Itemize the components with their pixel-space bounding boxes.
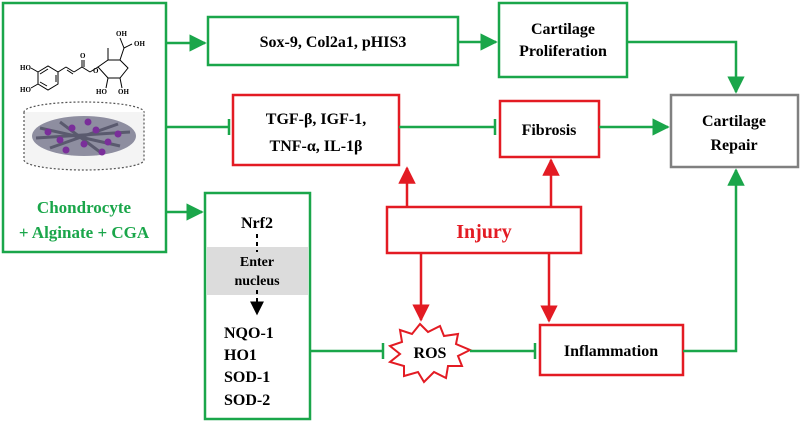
injury-label: Injury: [456, 221, 512, 243]
enter-nucleus-line1: Enter: [240, 255, 274, 270]
mol-label-o-1: O: [80, 52, 86, 60]
mol-label-ho-2: HO: [20, 86, 31, 94]
mol-label-oh-br: OH: [118, 88, 129, 96]
injury-box: Injury: [385, 205, 583, 255]
enter-nucleus-line2: nucleus: [234, 274, 280, 289]
fibrosis-box: Fibrosis: [498, 99, 601, 159]
mol-label-o-2: O: [93, 67, 99, 75]
inflammation-box: Inflammation: [538, 323, 685, 377]
repair-label-line2: Repair: [710, 137, 757, 154]
mol-label-ho-1: HO: [20, 64, 31, 72]
arrow-inflammation-to-repair: [683, 168, 745, 353]
markers-label: Sox-9, Col2a1, pHIS3: [260, 34, 407, 51]
cytokines-label-line2: TNF-α, IL-1β: [270, 138, 363, 155]
gene-sod2: SOD-2: [224, 392, 270, 409]
chlorogenic-acid-molecule: [30, 37, 133, 91]
prolif-label-line2: Proliferation: [519, 43, 607, 60]
chondrocyte-alginate-cga-box: HO HO O O OH OH HO OH: [1, 1, 168, 254]
mol-label-oh-bl: HO: [96, 88, 107, 96]
cytokines-label-line1: TGF-β, IGF-1,: [266, 111, 366, 128]
ros-star-shape: [387, 322, 473, 384]
cartilage-repair-box: Cartilage Repair: [669, 93, 800, 169]
cytokines-box: TGF-β, IGF-1, TNF-α, IL-1β: [231, 93, 401, 167]
markers-box: Sox-9, Col2a1, pHIS3: [206, 15, 460, 67]
gene-nqo1: NQO-1: [224, 325, 274, 342]
ros-label: ROS: [414, 345, 447, 362]
inflammation-label: Inflammation: [564, 343, 658, 360]
prolif-label-line1: Cartilage: [531, 21, 595, 38]
repair-label-line1: Cartilage: [702, 113, 766, 130]
gene-sod1: SOD-1: [224, 369, 270, 386]
source-label-line1: Chondrocyte: [37, 198, 132, 217]
fibrosis-label: Fibrosis: [522, 122, 577, 139]
mol-label-cooh: OH: [134, 40, 145, 48]
hydrogel-dish-icon: [23, 101, 145, 171]
cartilage-proliferation-box: Cartilage Proliferation: [497, 1, 629, 79]
arrow-proliferation-to-repair: [627, 40, 745, 94]
nrf2-title: Nrf2: [241, 215, 273, 232]
ros-burst: ROS: [387, 322, 473, 384]
mol-label-oh-top: OH: [116, 30, 127, 38]
gene-ho1: HO1: [224, 347, 257, 364]
nrf2-box: Nrf2 Enter nucleus NQO-1 HO1 SOD-1 SOD-2: [203, 191, 312, 421]
source-label-line2: + Alginate + CGA: [19, 223, 150, 242]
